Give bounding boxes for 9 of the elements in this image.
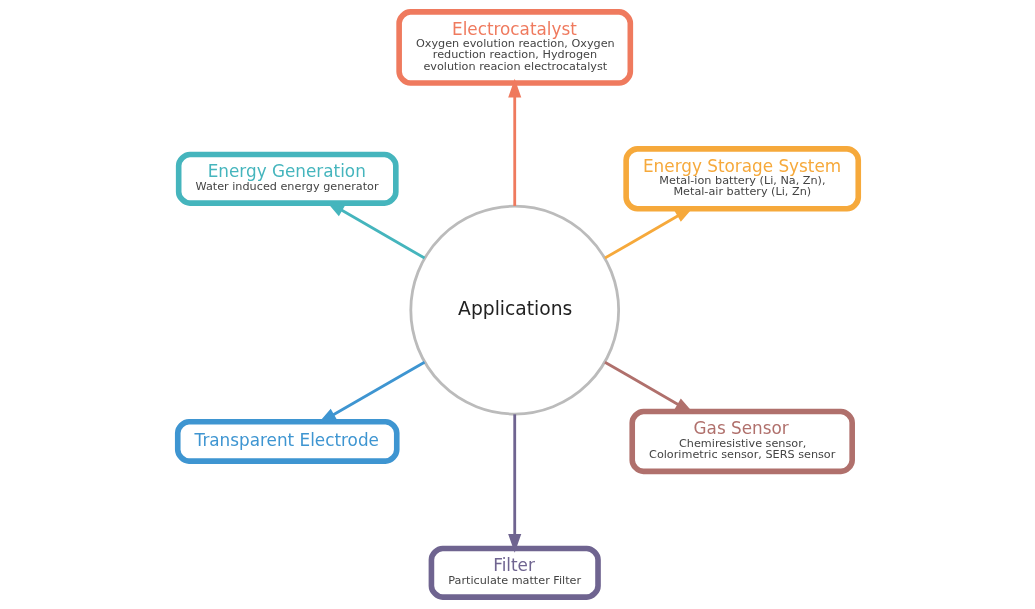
- node-box: Energy Generation Water induced energy generator: [175, 151, 399, 206]
- node-box: Transparent Electrode: [174, 419, 400, 464]
- node-circle: Applications: [408, 204, 620, 416]
- arrow: [507, 414, 521, 553]
- arrow: [507, 78, 521, 206]
- node-box: Electrocatalyst Oxygen evolution reaction, Oxygen reduction reaction, Hydrogen evolution reacion electrocatalyst: [395, 9, 633, 86]
- node-box: Gas Sensor Chemiresistive sensor, Colorimetric sensor, SERS sensor: [628, 408, 855, 475]
- node-box: Energy Storage System Metal-ion battery (Li, Na, Zn), Metal-air battery (Li, Zn): [622, 146, 861, 212]
- node-box: Filter Particulate matter Filter: [428, 545, 601, 600]
